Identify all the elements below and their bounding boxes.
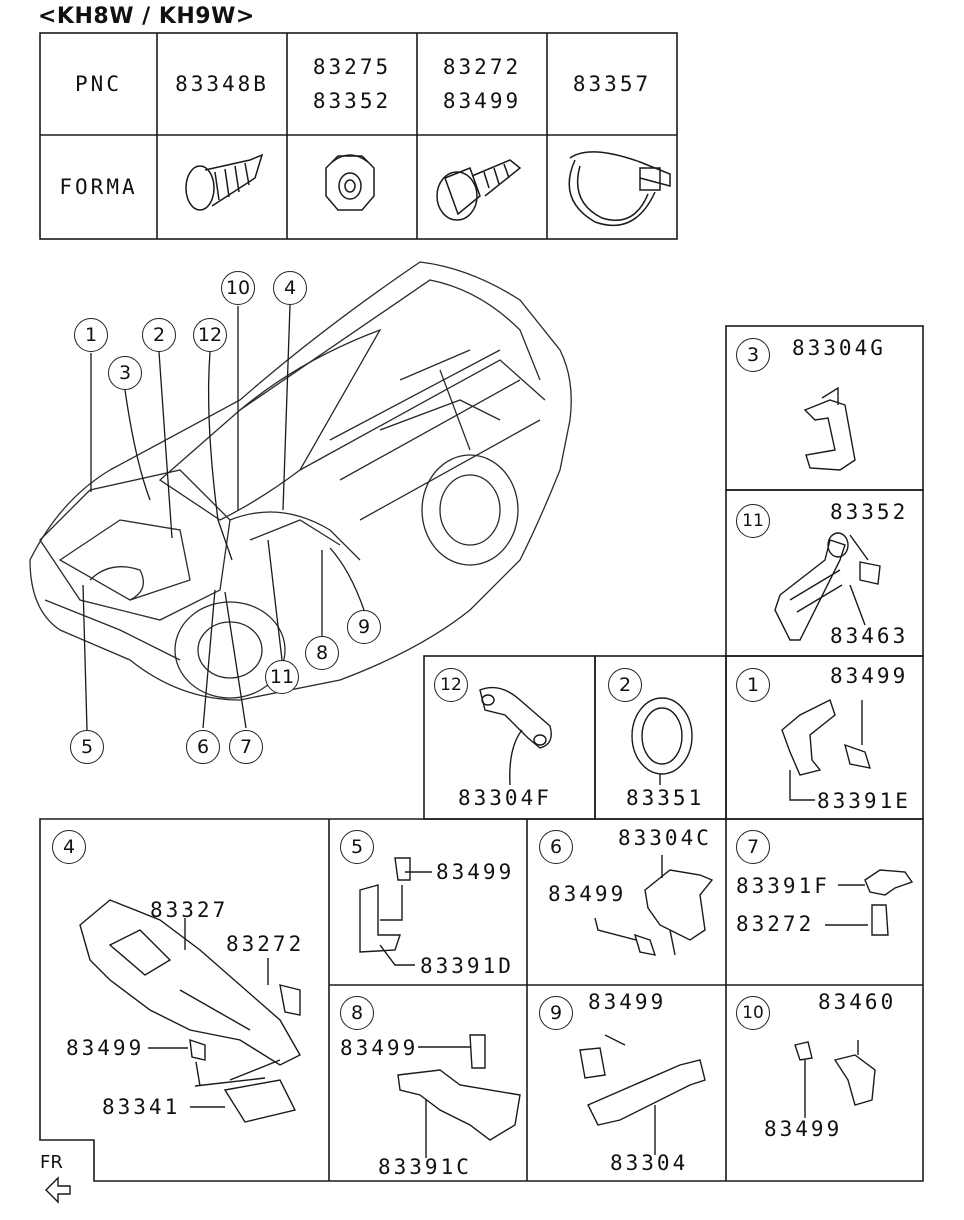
panel-7-number: 7: [736, 830, 770, 864]
panel-7-part-2: 83272: [736, 912, 815, 936]
pnc-cell-3: 83272 83499: [442, 55, 522, 113]
car-callout-2[interactable]: 2: [142, 318, 176, 352]
panel-2-part-1: 83351: [626, 786, 705, 810]
panel-3-part-1: 83304G: [792, 336, 886, 360]
pnc-cell-4: 83357: [572, 72, 652, 96]
panel-6-part-1: 83304C: [618, 826, 712, 850]
car-callout-6[interactable]: 6: [186, 730, 220, 764]
panel-8-number: 8: [340, 996, 374, 1030]
front-arrow-icon: [45, 1176, 71, 1204]
front-indicator: FR: [40, 1152, 63, 1173]
car-callout-5[interactable]: 5: [70, 730, 104, 764]
panel-4-part-1: 83327: [150, 898, 229, 922]
panel-10-part-1: 83460: [818, 990, 897, 1014]
panel-7-part-1: 83391F: [736, 874, 830, 898]
panel-4-part-4: 83341: [102, 1095, 181, 1119]
panel-6-number: 6: [539, 830, 573, 864]
nut-icon: [325, 154, 375, 211]
pnc-row-header: PNC: [75, 72, 122, 96]
panel-5-part-2: 83391D: [420, 954, 514, 978]
car-callout-10[interactable]: 10: [221, 271, 255, 305]
car-callout-9[interactable]: 9: [347, 610, 381, 644]
panel-9-part-2: 83304: [610, 1151, 689, 1175]
panel-1-part-2: 83391E: [817, 789, 911, 813]
diagram-title: <KH8W / KH9W>: [38, 4, 255, 29]
panel-10-part-2: 83499: [764, 1117, 843, 1141]
pnc-cell-1: 83348B: [175, 72, 269, 96]
panel-5-part-1: 83499: [436, 860, 515, 884]
panel-12-part-1: 83304F: [458, 786, 552, 810]
panel-12-number: 12: [434, 668, 468, 702]
car-callout-3[interactable]: 3: [108, 356, 142, 390]
panel-11-part-2: 83463: [830, 624, 909, 648]
panel-4-part-2: 83272: [226, 932, 305, 956]
car-callout-12[interactable]: 12: [193, 318, 227, 352]
panel-10-number: 10: [736, 996, 770, 1030]
panel-3-number: 3: [736, 338, 770, 372]
panel-11-part-1: 83352: [830, 500, 909, 524]
panel-11-number: 11: [736, 504, 770, 538]
panel-2-number: 2: [608, 668, 642, 702]
cable-tie-band-icon: [568, 151, 671, 227]
vehicle-outline: [29, 261, 572, 701]
panel-4-number: 4: [52, 830, 86, 864]
car-callout-8[interactable]: 8: [305, 636, 339, 670]
pnc-cell-2: 83275 83352: [312, 55, 392, 113]
car-callout-7[interactable]: 7: [229, 730, 263, 764]
panel-6-part-2: 83499: [548, 882, 627, 906]
panel-8-part-2: 83391C: [378, 1155, 472, 1179]
car-callout-11[interactable]: 11: [265, 660, 299, 694]
panel-8-part-1: 83499: [340, 1036, 419, 1060]
flange-bolt-icon: [436, 159, 522, 221]
forma-row-header: FORMA: [59, 175, 138, 199]
panel-4-part-3: 83499: [66, 1036, 145, 1060]
tapping-screw-icon: [185, 153, 264, 211]
car-callout-1[interactable]: 1: [74, 318, 108, 352]
panel-5-number: 5: [340, 830, 374, 864]
panel-1-number: 1: [736, 668, 770, 702]
panel-1-part-1: 83499: [830, 664, 909, 688]
panel-9-part-1: 83499: [588, 990, 667, 1014]
car-callout-4[interactable]: 4: [273, 271, 307, 305]
panel-9-number: 9: [539, 996, 573, 1030]
